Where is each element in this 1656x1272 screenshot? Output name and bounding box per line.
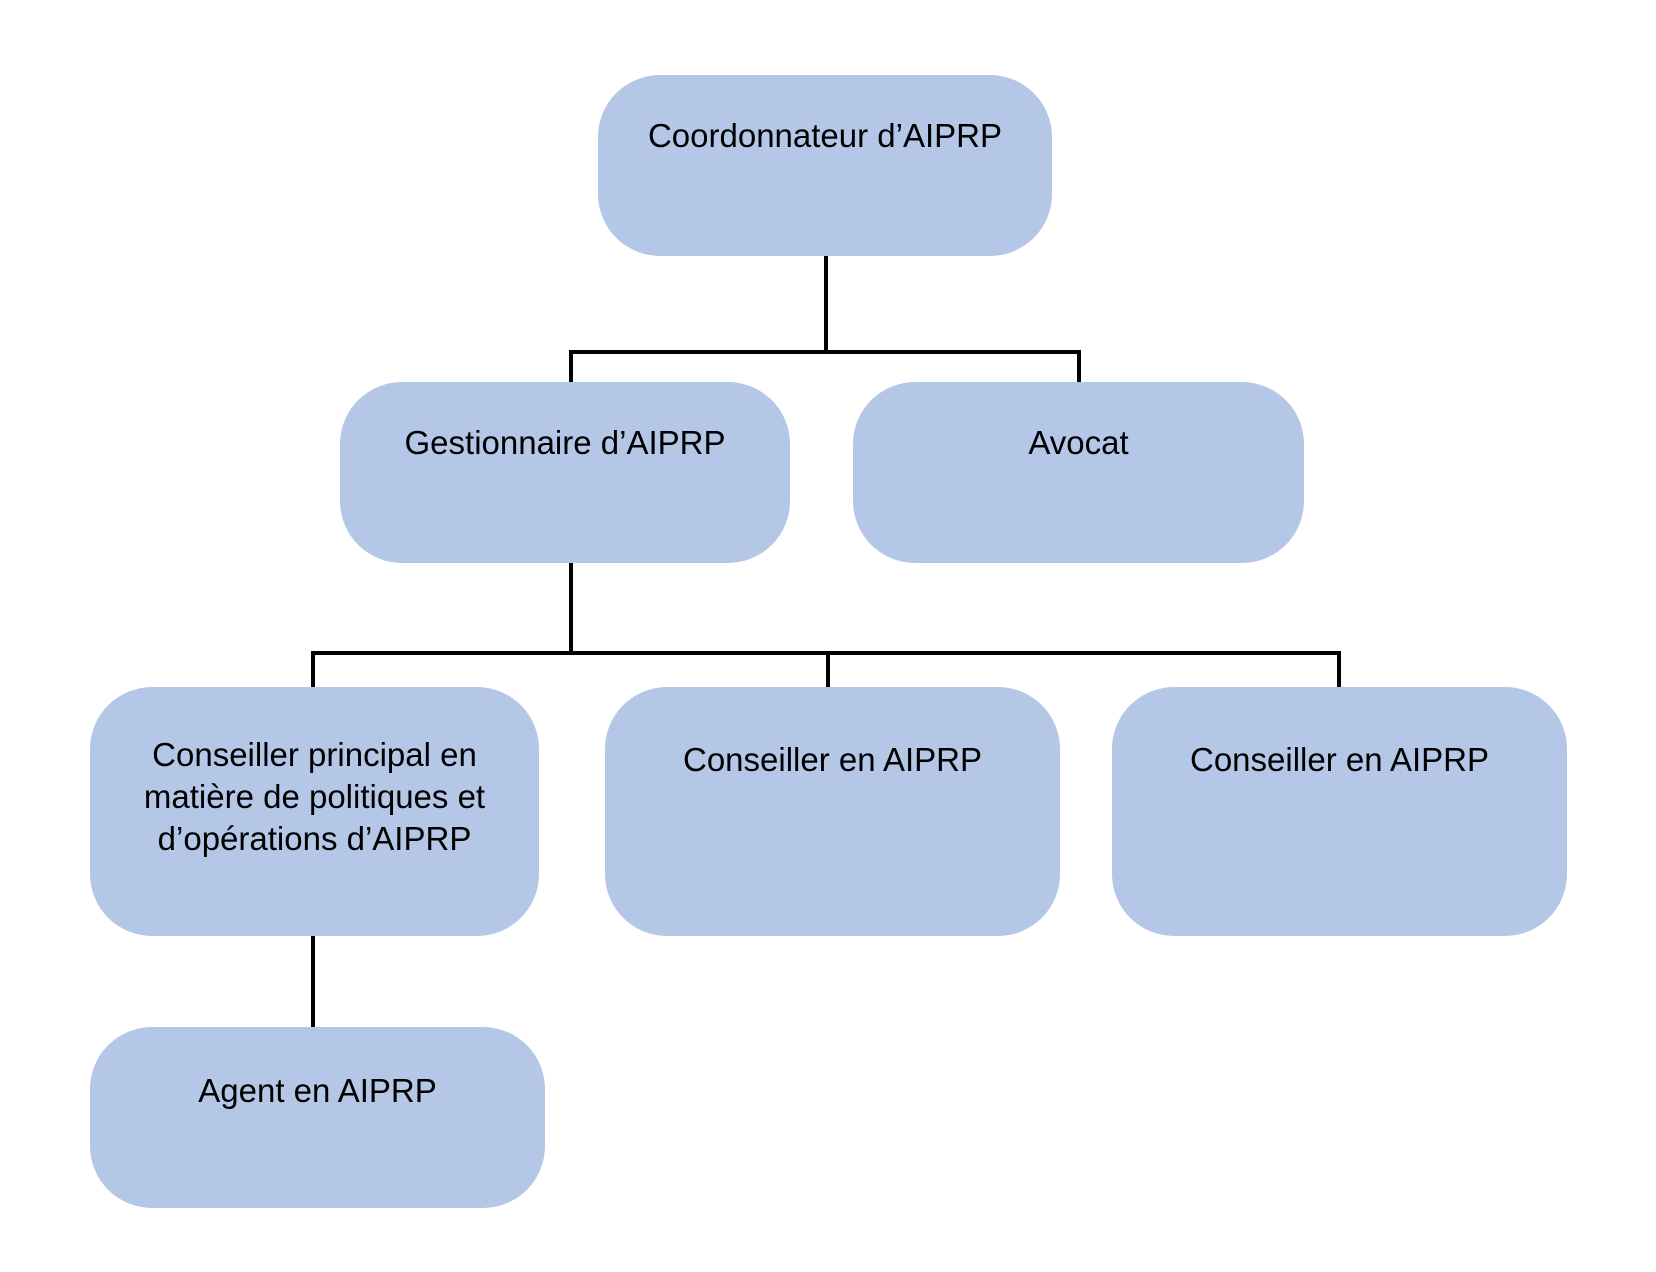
connector-stub-conseiller-2: [1337, 651, 1341, 687]
connector-stub-conseiller-principal: [311, 651, 315, 687]
connector-gestionnaire-drop: [569, 563, 573, 651]
org-node-label: Conseiller en AIPRP: [683, 741, 982, 778]
org-node-label: Conseiller principal en matière de polit…: [143, 736, 486, 857]
connector-stub-conseiller-1: [826, 651, 830, 687]
org-node-label: Coordonnateur d’AIPRP: [647, 117, 1003, 154]
org-node-conseiller-aiprp-2: Conseiller en AIPRP: [1112, 687, 1567, 936]
org-node-agent: Agent en AIPRP: [90, 1027, 545, 1208]
org-node-label: Conseiller en AIPRP: [1190, 741, 1489, 778]
org-node-gestionnaire: Gestionnaire d’AIPRP: [340, 382, 790, 563]
connector-coordonnateur-drop: [824, 256, 828, 352]
org-node-avocat: Avocat: [853, 382, 1304, 563]
org-node-label: Avocat: [1028, 424, 1129, 461]
org-node-label: Agent en AIPRP: [198, 1072, 437, 1109]
connector-stub-gestionnaire: [569, 350, 573, 382]
org-node-conseiller-aiprp-1: Conseiller en AIPRP: [605, 687, 1060, 936]
org-node-coordonnateur: Coordonnateur d’AIPRP: [598, 75, 1052, 256]
connector-bar-level2: [569, 350, 1081, 354]
connector-stub-avocat: [1077, 350, 1081, 382]
connector-agent-drop: [311, 936, 315, 1027]
org-node-label: Gestionnaire d’AIPRP: [404, 424, 726, 461]
org-node-conseiller-principal: Conseiller principal en matière de polit…: [90, 687, 539, 936]
